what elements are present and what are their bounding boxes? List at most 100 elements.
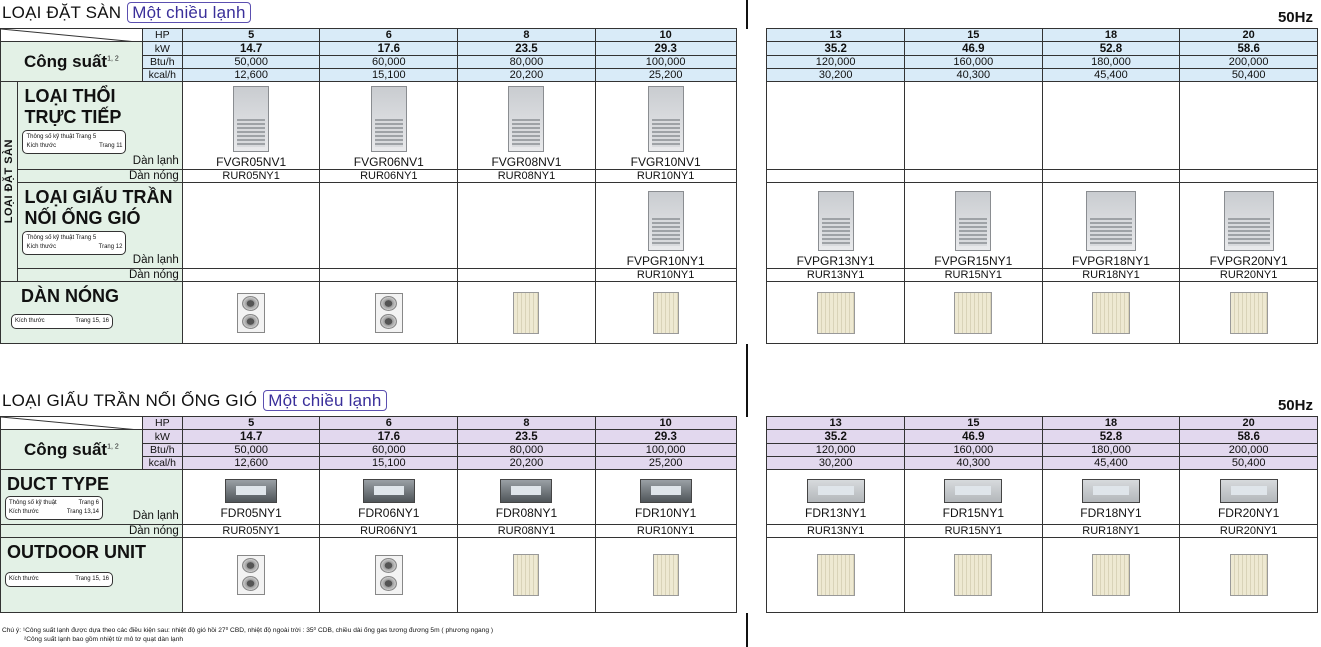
vrv-outdoor-icon — [1091, 554, 1130, 596]
btu-row: Btu/h 50,000 60,000 80,000 100,000 120,0… — [1, 55, 1318, 69]
duct-unit-icon — [639, 478, 692, 503]
indoor-model: FVGR05NV1 — [216, 155, 287, 169]
hp-cell: 8 — [457, 28, 596, 42]
outdoor-unit-icon — [374, 555, 403, 595]
duct-cell: FDR20NY1 — [1179, 469, 1318, 525]
outdoor-model: RUR06NY1 — [319, 169, 459, 183]
outdoor-pic-cell — [181, 537, 321, 613]
outdoor-pic-cell — [903, 281, 1043, 344]
indoor-model: FVPGR18NY1 — [1071, 254, 1150, 268]
kw-row: Công suất1, 2 kW 14.7 17.6 23.5 29.3 35.… — [0, 429, 1318, 470]
hp-cell: 6 — [319, 416, 459, 430]
hp-cell: 18 — [1041, 28, 1181, 42]
direct-title-1: LOẠI THỔI — [24, 86, 116, 106]
duct-unit-icon — [500, 478, 553, 503]
size-page: Trang 15, 16 — [75, 576, 109, 582]
vrv-outdoor-icon — [816, 554, 855, 596]
floor-unit-icon — [370, 86, 407, 152]
note-1-text: ¹Công suất lạnh được dựa theo các điều k… — [22, 627, 494, 634]
outdoor-pic-cell — [1041, 281, 1181, 344]
kw-cell: 14.7 — [181, 429, 321, 444]
outdoor-model: RUR18NY1 — [1041, 524, 1181, 538]
btu-cell: 120,000 — [766, 55, 905, 69]
kcal-cell: 50,400 — [1179, 456, 1318, 470]
indoor-model: FDR13NY1 — [804, 505, 867, 520]
direct-cell — [1041, 81, 1181, 170]
spec-page: Trang 6 — [78, 500, 99, 506]
outdoor-model — [1041, 169, 1181, 183]
outdoor-unit-icon — [237, 555, 266, 595]
unit-hp: HP — [141, 416, 183, 430]
kcal-cell: 12,600 — [181, 456, 321, 470]
gap — [735, 524, 768, 538]
outdoor-model — [1179, 169, 1318, 183]
vrv-outdoor-icon — [1229, 554, 1268, 596]
section2-title-text: LOẠI GIẤU TRẦN NỐI ỐNG GIÓ — [2, 391, 258, 410]
outdoor-pic-cell — [594, 537, 737, 613]
outdoor-model: RUR10NY1 — [594, 268, 737, 282]
indoor-label: Dàn lạnh — [132, 155, 179, 167]
kcal-row: kcal/h 12,600 15,100 20,200 25,200 30,20… — [1, 68, 1318, 82]
size-label: Kích thước — [26, 143, 57, 149]
unit-btu: Btu/h — [141, 55, 183, 69]
outdoor-pic-cell — [1179, 281, 1318, 344]
gap — [735, 429, 768, 444]
vrv-outdoor-icon — [1229, 291, 1268, 334]
section1-hz: 50Hz — [1277, 9, 1313, 26]
size-label: Kích thước — [15, 318, 45, 324]
indoor-model: FVGR06NV1 — [353, 155, 424, 169]
duct-unit-icon — [225, 478, 278, 503]
kcal-cell: 25,200 — [594, 68, 737, 82]
gap — [735, 281, 768, 344]
indoor-model: FDR15NY1 — [942, 505, 1004, 520]
outdoor-unit-icon — [374, 292, 403, 333]
btu-cell: 160,000 — [904, 443, 1043, 457]
btu-cell: 60,000 — [319, 443, 459, 457]
outdoor-model: RUR05NY1 — [181, 524, 321, 538]
capacity-text: Công suất — [23, 51, 108, 71]
outdoor-model: RUR15NY1 — [904, 524, 1043, 538]
gap — [735, 416, 768, 430]
indoor-model: FVGR08NV1 — [491, 155, 562, 169]
btu-row: Btu/h 50,000 60,000 80,000 100,000 120,0… — [1, 443, 1318, 457]
section1-badge: Một chiều lạnh — [127, 2, 251, 23]
hp-cell: 15 — [903, 28, 1043, 42]
floor-unit-icon — [647, 86, 684, 152]
kw-cell: 23.5 — [457, 41, 596, 56]
outdoor-pic-cell — [1041, 537, 1181, 613]
outdoor-model: RUR18NY1 — [1041, 268, 1181, 282]
gap — [735, 68, 768, 82]
ducted-cell: FVPGR15NY1 — [903, 182, 1043, 269]
kcal-cell: 30,200 — [766, 68, 905, 82]
gap — [735, 456, 768, 470]
unit-btu: Btu/h — [141, 443, 183, 457]
kw-cell: 17.6 — [319, 41, 459, 56]
kcal-cell: 45,400 — [1041, 456, 1181, 470]
kw-cell: 46.9 — [904, 429, 1043, 444]
floor-unit-icon — [1085, 191, 1136, 251]
kcal-cell: 30,200 — [766, 456, 905, 470]
ducted-cell — [457, 182, 596, 269]
ducted-cell — [181, 182, 321, 269]
indoor-label: Dàn lạnh — [132, 254, 179, 266]
outdoor-unit-title: DÀN NÓNG — [21, 286, 119, 306]
kw-cell: 58.6 — [1179, 429, 1318, 444]
kw-cell: 29.3 — [594, 41, 737, 56]
gap — [735, 268, 768, 282]
size-page: Trang 12 — [98, 244, 123, 250]
gap — [735, 443, 768, 457]
duct-unit-icon — [362, 478, 415, 503]
hp-cell: 20 — [1179, 28, 1318, 42]
outdoor-unit-icon — [237, 292, 266, 333]
